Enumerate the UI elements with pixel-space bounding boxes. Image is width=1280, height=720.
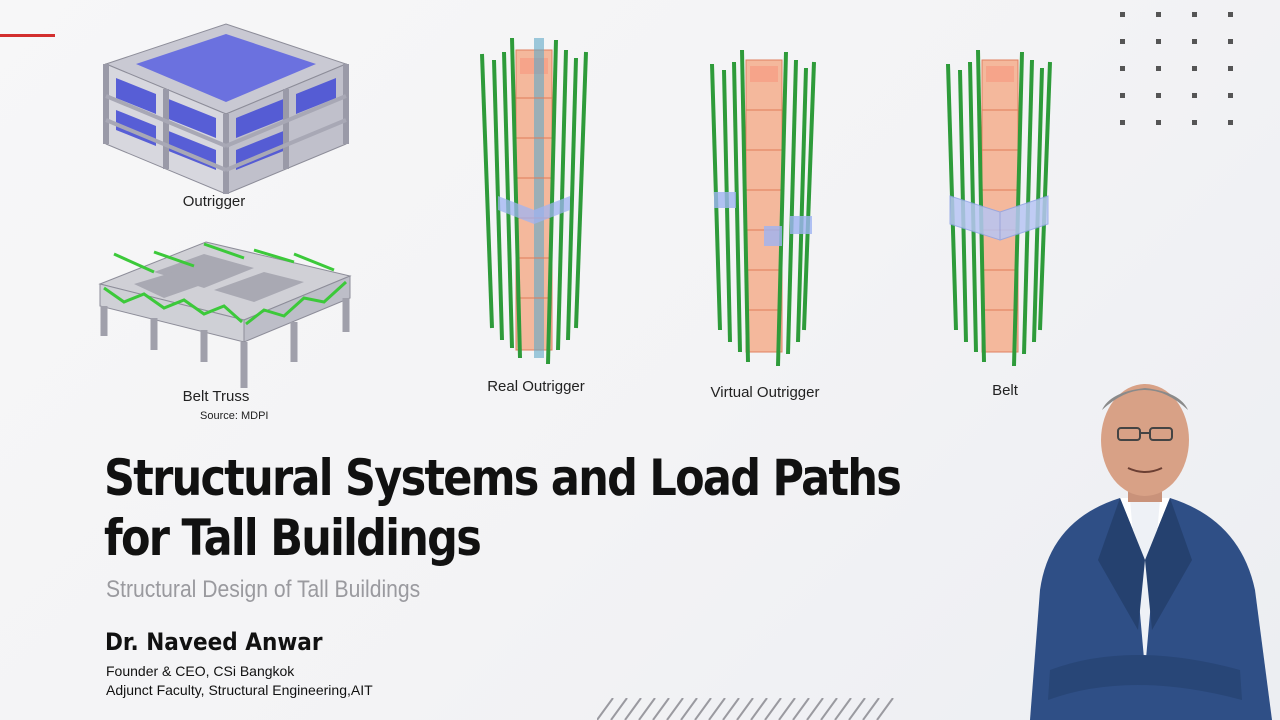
belt-truss-figure — [98, 241, 352, 388]
source-label: Source: MDPI — [200, 410, 269, 422]
page-title: Structural Systems and Load Paths for Ta… — [104, 448, 902, 568]
dot-grid-decoration — [1120, 12, 1240, 132]
hatch-decoration — [597, 698, 894, 720]
belt-figure — [946, 49, 1052, 367]
virtual-outrigger-figure — [710, 49, 816, 367]
subtitle: Structural Design of Tall Buildings — [106, 576, 421, 603]
real-outrigger-figure — [480, 37, 588, 365]
real-outrigger-label: Real Outrigger — [487, 378, 585, 395]
author-name: Dr. Naveed Anwar — [105, 628, 323, 656]
accent-line — [0, 34, 55, 37]
outrigger-label: Outrigger — [182, 193, 246, 210]
title-line-2: for Tall Buildings — [104, 509, 482, 567]
belt-label: Belt — [992, 382, 1018, 399]
belt-truss-label: Belt Truss — [182, 388, 250, 405]
virtual-outrigger-label: Virtual Outrigger — [710, 384, 820, 401]
author-role-1: Founder & CEO, CSi Bangkok — [106, 663, 295, 679]
outrigger-figure — [103, 23, 349, 194]
presenter-portrait — [1030, 384, 1272, 720]
title-line-1: Structural Systems and Load Paths — [104, 449, 902, 507]
author-role-2: Adjunct Faculty, Structural Engineering,… — [106, 682, 373, 698]
